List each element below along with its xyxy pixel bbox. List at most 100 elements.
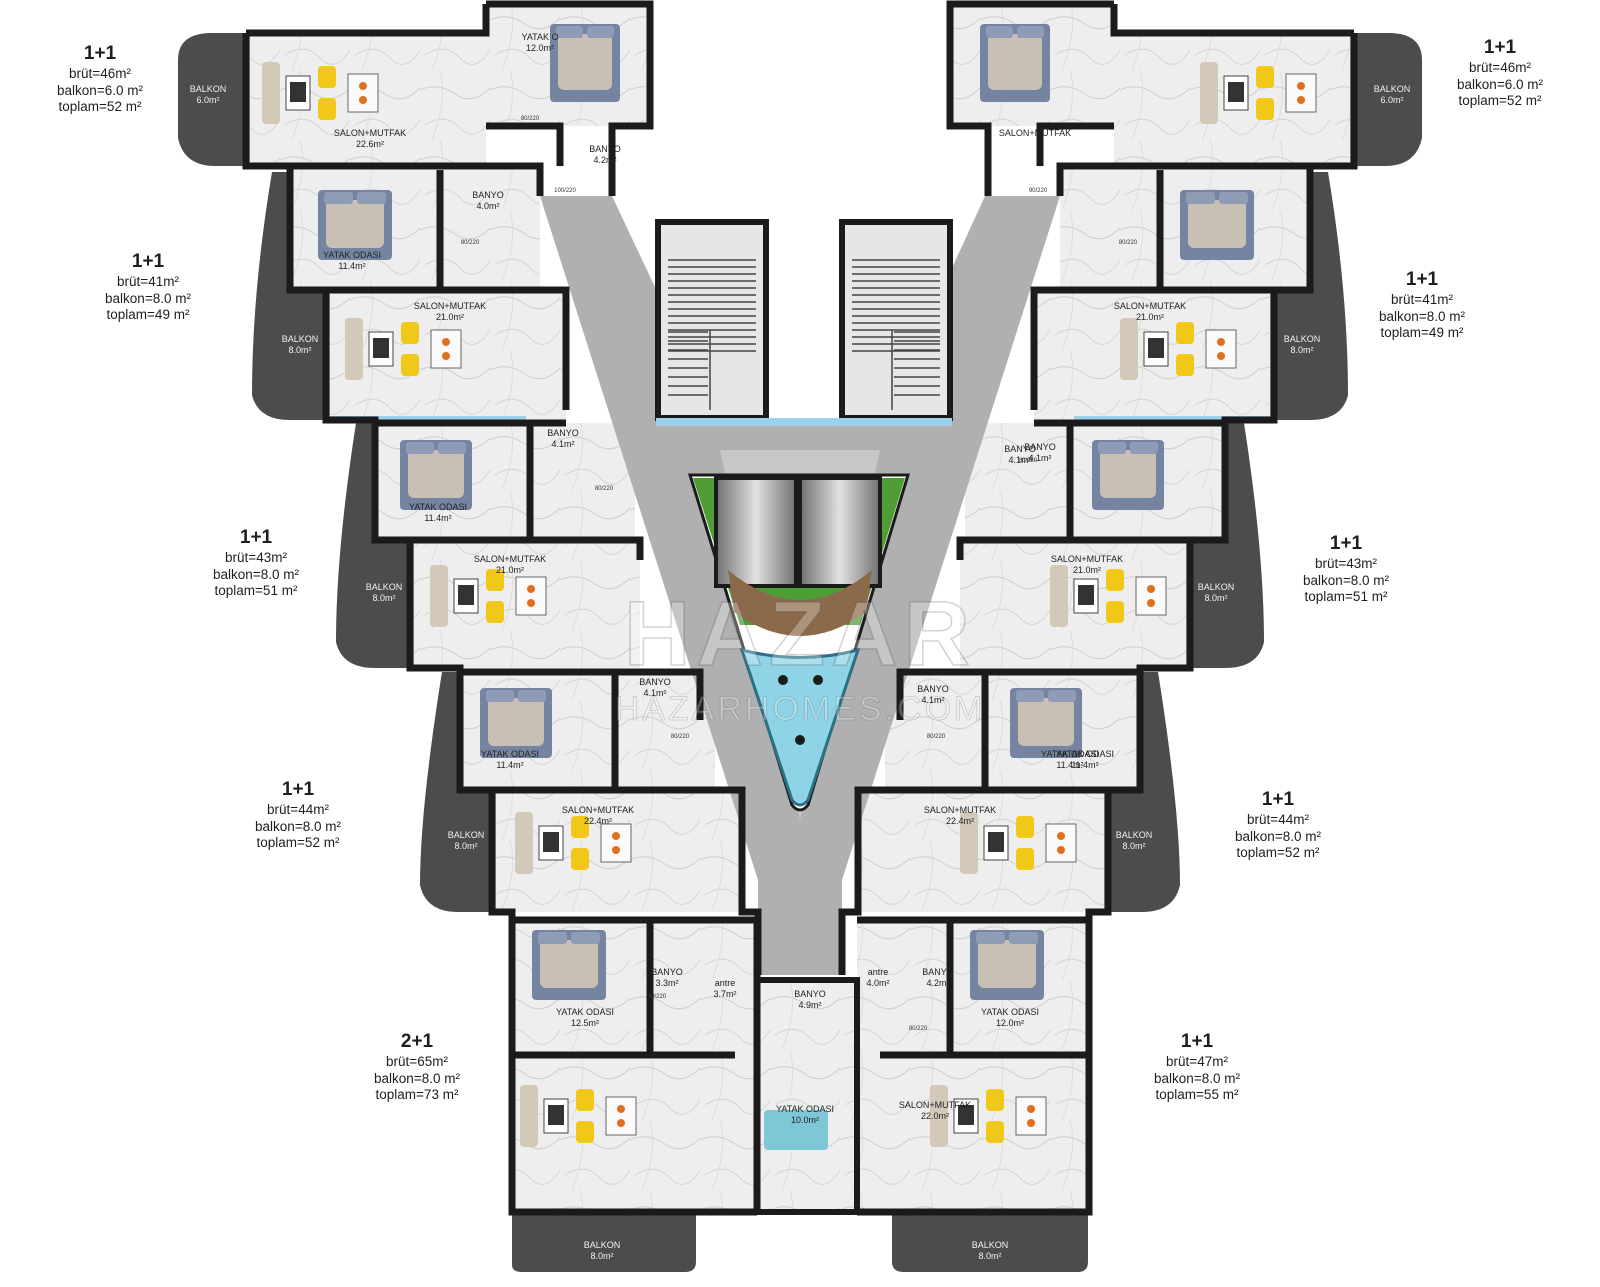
- unit-total: toplam=51 m²: [1304, 589, 1388, 604]
- living-set: [960, 812, 1077, 874]
- unit-total: toplam=73 m²: [375, 1087, 459, 1102]
- elevator-left: [714, 476, 798, 588]
- balcony-bl: [512, 1212, 696, 1272]
- door-tag: 80/220: [648, 994, 667, 1000]
- door-tag: 80/220: [1019, 458, 1038, 464]
- living-set: [515, 812, 632, 874]
- unit-title: 2+1: [400, 1031, 434, 1052]
- unit-label-bottom-right: 1+1 brüt=47m² balkon=8.0 m² toplam=55 m²: [1132, 1032, 1262, 1102]
- unit-label-right-4: 1+1 brüt=44m² balkon=8.0 m² toplam=52 m²: [1218, 790, 1338, 860]
- unit-total: toplam=49 m²: [106, 307, 190, 322]
- unit-gross: brüt=47m²: [1166, 1054, 1228, 1069]
- living-set: [430, 565, 547, 627]
- balcony-r4: [1108, 672, 1180, 912]
- unit-gross: brüt=41m²: [117, 274, 179, 289]
- unit-balcony: balkon=8.0 m²: [1154, 1070, 1240, 1086]
- unit-total: toplam=52 m²: [256, 835, 340, 850]
- unit-total: toplam=49 m²: [1380, 325, 1464, 340]
- bed: [318, 190, 392, 260]
- balcony-tr: [1354, 33, 1422, 166]
- unit-label-right-3: 1+1 brüt=43m² balkon=8.0 m² toplam=51 m²: [1286, 534, 1406, 604]
- bed: [980, 24, 1050, 102]
- door-tags: 80/220 100/220 80/220 80/220 80/220 80/220 90/…: [461, 116, 1138, 1032]
- unit-gross: brüt=43m²: [225, 550, 287, 565]
- unit-label-top-left: 1+1 brüt=46m² balkon=6.0 m² toplam=52 m²: [40, 44, 160, 114]
- living-set: [520, 1085, 637, 1147]
- unit-title: 1+1: [1483, 37, 1517, 58]
- unit-total: toplam=52 m²: [1458, 93, 1542, 108]
- walls: [242, 0, 1358, 1216]
- bed: [1010, 688, 1082, 758]
- unit-title: 1+1: [83, 43, 117, 64]
- living-set: [1120, 318, 1237, 380]
- unit-gross: brüt=46m²: [1469, 60, 1531, 75]
- unit-title: 1+1: [1180, 1031, 1214, 1052]
- unit-balcony: balkon=6.0 m²: [57, 82, 143, 98]
- watermark: HAZAR HAZARHOMES.COM: [614, 582, 986, 728]
- door-tag: 90/220: [1029, 188, 1048, 194]
- unit-balcony: balkon=8.0 m²: [1235, 828, 1321, 844]
- unit-title: 1+1: [131, 251, 165, 272]
- door-tag: 80/220: [595, 486, 614, 492]
- unit-balcony: balkon=8.0 m²: [213, 566, 299, 582]
- unit-gross: brüt=65m²: [386, 1054, 448, 1069]
- unit-label-right-2: 1+1 brüt=41m² balkon=8.0 m² toplam=49 m²: [1362, 270, 1482, 340]
- bed: [970, 930, 1044, 1000]
- bed: [1092, 440, 1164, 510]
- unit-balcony: balkon=8.0 m²: [1379, 308, 1465, 324]
- door-tag: 100/220: [554, 188, 576, 194]
- unit-title: 1+1: [281, 779, 315, 800]
- door-tag: 80/220: [1119, 240, 1138, 246]
- living-set: [1200, 62, 1317, 124]
- watermark-logo: HAZAR: [624, 583, 976, 685]
- bed: [550, 24, 620, 102]
- bed: [480, 688, 552, 758]
- unit-balcony: balkon=8.0 m²: [105, 290, 191, 306]
- door-tag: 80/220: [909, 1026, 928, 1032]
- unit-gross: brüt=44m²: [1247, 812, 1309, 827]
- balcony-r2: [1274, 172, 1348, 420]
- room-label: SALON+MUTFAK: [999, 128, 1071, 138]
- staircases: [655, 219, 953, 426]
- unit-label-left-4: 1+1 brüt=44m² balkon=8.0 m² toplam=52 m²: [238, 780, 358, 850]
- door-tag: 80/220: [461, 240, 480, 246]
- unit-title: 1+1: [1329, 533, 1363, 554]
- unit-balcony: balkon=8.0 m²: [255, 818, 341, 834]
- balcony-r3: [1190, 423, 1264, 668]
- balcony-l4: [420, 672, 492, 912]
- watermark-url: HAZARHOMES.COM: [615, 690, 986, 728]
- unit-balcony: balkon=8.0 m²: [1303, 572, 1389, 588]
- unit-gross: brüt=46m²: [69, 66, 131, 81]
- door-tag: 80/220: [671, 734, 690, 740]
